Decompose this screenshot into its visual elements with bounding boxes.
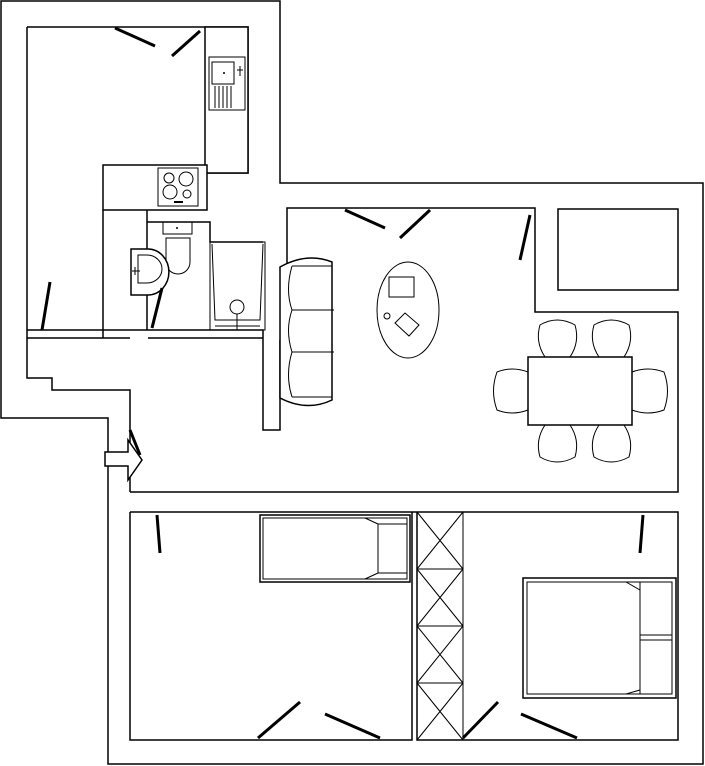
bathroom-wall (27, 329, 281, 431)
kitchen-counter (204, 26, 249, 174)
bathroom-outline (102, 210, 263, 338)
inner-wall-left (26, 27, 131, 448)
shower-icon (209, 241, 266, 331)
single-bed-icon (259, 514, 411, 583)
wardrobe-icon (416, 511, 464, 741)
coffee-table-icon (376, 261, 440, 359)
doors (40, 26, 645, 740)
hob-icon (157, 167, 199, 207)
sideboard (557, 208, 679, 291)
dining-table-icon (493, 319, 668, 463)
kitchen-sink-icon (208, 56, 246, 111)
washbasin-icon (130, 248, 170, 296)
entrance-arrow-icon (104, 437, 143, 483)
inner-wall-living (130, 207, 679, 493)
sofa-icon (279, 257, 334, 407)
double-bed-icon (522, 577, 677, 699)
stove-counter (102, 164, 208, 211)
